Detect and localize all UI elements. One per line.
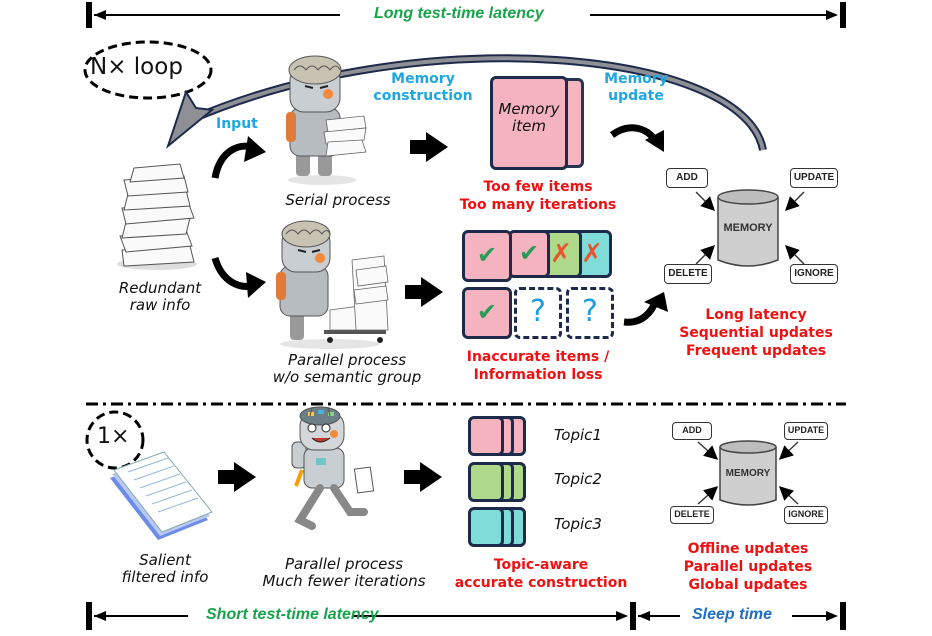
arrow-to-item-grid xyxy=(405,277,443,307)
topic-1-label: Topic1 xyxy=(554,426,602,444)
parallel-issues: Inaccurate items / Information loss xyxy=(466,349,610,384)
arrow-bottom-1 xyxy=(218,462,256,492)
feedback-loop-arrowhead xyxy=(165,89,215,149)
item-card-pink-check: ✔ xyxy=(508,230,550,278)
top-latency-label: Long test-time latency xyxy=(374,5,544,22)
op-ignore: IGNORE xyxy=(784,506,828,524)
memory-update-label: Memory update xyxy=(604,71,668,104)
op-delete: DELETE xyxy=(664,264,712,284)
memory-item-card: Memory item xyxy=(490,76,568,170)
topic-caption: Topic-aware accurate construction xyxy=(454,557,628,592)
bottom-latency-bar xyxy=(86,602,846,630)
op-delete: DELETE xyxy=(670,506,714,524)
serial-robot-illustration xyxy=(286,55,367,185)
once-badge-outline xyxy=(85,410,145,470)
loop-badge-outline xyxy=(83,40,213,100)
raw-info-label: Redundant raw info xyxy=(118,279,202,315)
parallel-process-label: Parallel process w/o semantic group xyxy=(272,351,422,387)
item-card-missing: ? xyxy=(514,287,562,339)
cross-icon: ✗ xyxy=(581,239,603,269)
op-update: UPDATE xyxy=(784,422,828,440)
arrow-bottom-2 xyxy=(404,462,442,492)
salient-info-label: Salient filtered info xyxy=(121,551,209,587)
top-bar-left-arrowhead xyxy=(94,10,106,20)
bottom-bar-right-cap xyxy=(840,602,846,630)
top-latency-bar xyxy=(86,2,846,28)
cross-icon: ✗ xyxy=(550,239,572,269)
input-label: Input xyxy=(216,116,258,132)
bottom-bar-left-cap xyxy=(86,602,92,630)
item-card-pink-check: ✔ xyxy=(462,230,512,282)
serial-issues: Too few items Too many iterations xyxy=(459,179,617,214)
memory-op-arrows-top xyxy=(695,191,805,265)
update-benefits: Offline updates Parallel updates Global … xyxy=(683,541,813,594)
arrow-to-memory-item xyxy=(410,132,448,162)
check-icon: ✔ xyxy=(476,241,498,269)
topic-2-label: Topic2 xyxy=(554,470,602,488)
top-bar-right-arrowhead xyxy=(826,10,838,20)
question-mark-icon: ? xyxy=(582,294,598,329)
raw-info-paper-stack-icon xyxy=(117,163,197,270)
top-bar-left-cap xyxy=(86,2,92,28)
update-issues: Long latency Sequential updates Frequent… xyxy=(679,307,833,360)
short-latency-label: Short test-time latency xyxy=(206,606,379,623)
fast-parallel-label: Parallel process Much fewer iterations xyxy=(262,555,426,591)
op-add: ADD xyxy=(666,168,708,188)
running-robot-illustration xyxy=(291,406,375,530)
memory-op-arrows-bottom xyxy=(697,441,799,505)
check-icon: ✔ xyxy=(476,298,498,326)
memory-cylinder-bottom xyxy=(719,440,777,506)
item-card-pink-check: ✔ xyxy=(462,287,512,339)
bottom-bar-mid-cap xyxy=(630,602,636,630)
salient-info-paper-icon xyxy=(110,451,213,540)
loop-badge: N× loop xyxy=(90,54,183,80)
topic-3-label: Topic3 xyxy=(554,515,602,533)
parallel-robot-illustration xyxy=(276,220,389,349)
check-icon: ✔ xyxy=(518,239,540,267)
op-add: ADD xyxy=(672,422,712,440)
item-card-missing: ? xyxy=(566,287,614,339)
memory-construction-label: Memory construction xyxy=(373,71,473,104)
op-ignore: IGNORE xyxy=(790,264,838,284)
sleep-time-label: Sleep time xyxy=(692,606,773,623)
serial-process-label: Serial process xyxy=(285,191,391,209)
top-bar-right-cap xyxy=(840,2,846,28)
op-update: UPDATE xyxy=(790,168,838,188)
once-badge: 1× xyxy=(97,424,130,449)
memory-cylinder-top xyxy=(717,189,779,267)
question-mark-icon: ? xyxy=(530,294,546,329)
